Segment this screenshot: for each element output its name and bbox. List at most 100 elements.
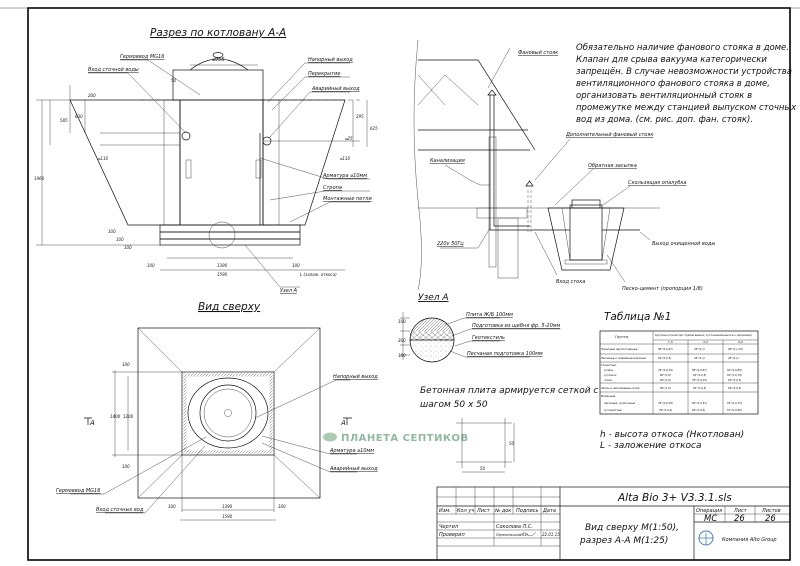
table-cell: 53°(1:0,75): [727, 373, 742, 377]
note-line: Обязательно наличие фанового стояка в до…: [576, 43, 789, 53]
table-header: 3,0: [703, 340, 708, 344]
installation-scheme: Фановый стояк Дополнительный фановый сто…: [413, 39, 715, 292]
table-cell: 63°(1:0,5): [692, 408, 705, 412]
tb-header: Изм.: [439, 508, 451, 514]
section-aa-title: Разрез по котловану А-А: [150, 27, 286, 39]
tb-header: № док: [494, 508, 511, 514]
table-cell: 63°(1:0,5): [658, 356, 671, 360]
note-line: промежутке между станцией выпуском сточн…: [576, 103, 797, 113]
dim: 100: [398, 319, 406, 324]
note-line: вод из дома. (см. рис. доп. фан. стояк).: [576, 115, 753, 125]
dim-depth: 1960: [34, 176, 45, 181]
label-scheme-inlet: Вход стока: [556, 279, 585, 285]
company-logo-icon: [698, 530, 714, 546]
dim: ⌀25: [345, 136, 353, 141]
tb-date: 22.01.15: [542, 532, 560, 537]
table-cell: Песчаные и гравийные влажные: [601, 356, 646, 360]
dim: 1590: [222, 514, 233, 519]
table-header: Крутизна откосов при глубине выемки, м (…: [655, 334, 752, 337]
dim: 585: [60, 118, 68, 123]
layer-label: Песчаная подготовка 100мм: [467, 351, 543, 357]
tb-drawn-name: Соколова Л.С.: [496, 524, 533, 530]
dim: 1390: [217, 263, 228, 268]
table-cell: 63°(1:0,5): [693, 373, 706, 377]
label-backfill: Обратная засыпка: [588, 163, 637, 169]
dim: 100: [278, 504, 286, 509]
tb-op-value: МС: [704, 514, 717, 524]
dim: 50: [171, 78, 177, 83]
dim: 200: [398, 338, 406, 343]
tb-sheet-value: 26: [734, 514, 745, 524]
tb-sheets-label: Листов: [761, 508, 781, 514]
label-sling: Стропа: [323, 185, 342, 191]
label-node-a: Узел А: [280, 288, 298, 294]
label-extra-riser: Дополнительный фановый стояк: [565, 132, 653, 138]
table-cell: 60°(1:0,57): [692, 401, 707, 405]
dim: 200: [88, 93, 96, 98]
section-mark-right: А: [340, 419, 346, 427]
section-mark-left: А: [89, 419, 95, 427]
table-cell: 63°(1:0,5): [728, 386, 741, 390]
tb-header: Подпись: [516, 508, 539, 514]
table-cell: 56°(1:0,67): [658, 347, 673, 351]
label-fan-riser: Фановый стояк: [518, 50, 558, 56]
tb-view-line: Вид сверху М(1:50),: [585, 523, 679, 533]
table-header: 5,0: [738, 340, 743, 344]
table-cell: 50°(1:0,85): [727, 368, 742, 372]
label-top-hydro: Гермоввод МG16: [56, 488, 100, 494]
watermark: ПЛАНЕТА СЕПТИКОВ: [323, 432, 469, 444]
table-cell: 56°(1:0,67): [692, 368, 707, 372]
label-top-pressure-outlet: Напорный выход: [333, 374, 378, 380]
top-view-title: Вид сверху: [198, 301, 261, 313]
table-cell: песчаные, супесчаные: [604, 402, 635, 405]
table-cell: 38°(1:1,25): [728, 347, 743, 351]
table-cell: суглинок: [604, 374, 617, 377]
dim-diameter: ⌀955: [212, 57, 225, 63]
dim: 100: [398, 353, 406, 358]
watermark-text: ПЛАНЕТА СЕПТИКОВ: [341, 433, 469, 444]
table-cell: 76°(1:0,25): [658, 368, 673, 372]
label-slope: L (залож. откоса): [300, 272, 337, 277]
label-emergency-outlet: Аварийный выход: [311, 86, 360, 92]
dim: 100: [168, 504, 176, 509]
legend-h: h - высота откоса (Нкотлован): [600, 430, 744, 440]
note-line: организовать вентиляционный стояк в: [576, 91, 752, 101]
tb-company: Компания Alto Group: [722, 537, 777, 543]
label-pressure-outlet: Напорный выход: [308, 57, 353, 63]
table-cell: 63°(1:0,5): [693, 386, 706, 390]
dim: 295: [356, 114, 364, 119]
table-header: 1,5: [668, 340, 673, 344]
label-top-emergency: Аварийный выход: [329, 466, 378, 472]
label-overlap: Перекрытие: [308, 71, 340, 77]
label-loops: Монтажные петли: [323, 196, 372, 202]
label-power: 220v 50Гц: [437, 241, 464, 247]
tb-sheet-label: Лист: [733, 508, 748, 514]
table-header: Грунты: [615, 335, 629, 339]
dim: 100: [122, 362, 130, 367]
document-name: Alta Bio 3+ V3.3.1.sls: [617, 492, 732, 504]
table-cell: 53°(1:0,75): [727, 401, 742, 405]
tb-checked-name: Перекальский А.И.: [496, 533, 529, 537]
note-text: Обязательно наличие фанового стояка в до…: [576, 43, 797, 125]
tb-header: Дата: [542, 508, 556, 514]
layer-label: Геотекстиль: [472, 335, 505, 341]
table-cell: 57°(1:0,65): [727, 408, 742, 412]
table-cell: Глинистые:: [601, 363, 617, 367]
table-cell: 90°(1:0): [660, 386, 671, 390]
dim: 1400: [110, 414, 121, 419]
table-cell: Моренные:: [601, 394, 616, 398]
dim: 625: [370, 126, 378, 131]
mesh-note: Бетонная плита армируется сеткой с: [420, 386, 598, 396]
legend-l: L - заложение откоса: [600, 441, 701, 451]
dim: 630: [75, 114, 83, 119]
table-cell: Лессы и лессовидные сухие: [600, 386, 640, 390]
table-cell: глина: [604, 379, 612, 382]
tb-view-line: разрез А-А М(1:25): [579, 536, 668, 546]
table-title: Таблица №1: [604, 311, 671, 323]
dim: ⌀110: [98, 156, 108, 161]
signature: [519, 531, 537, 537]
mesh-note: шагом 50 х 50: [420, 400, 488, 410]
note-line: запрещён. В случае невозможности устройс…: [576, 67, 792, 77]
table-cell: супесь: [604, 369, 614, 372]
dim: 100: [122, 464, 130, 469]
